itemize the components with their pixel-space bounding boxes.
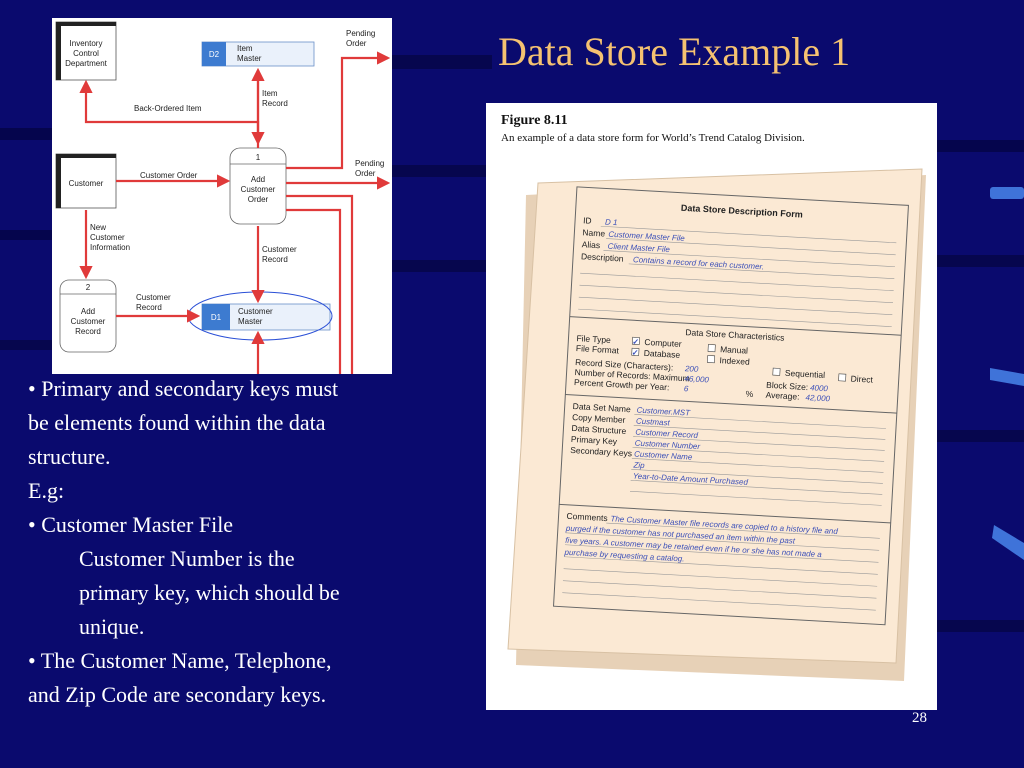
svg-text:Customer: Customer [262,245,297,254]
svg-text:Master: Master [238,317,263,326]
page-number: 28 [912,710,927,726]
svg-text:ID: ID [583,215,592,225]
svg-text:Comments: Comments [566,511,608,523]
svg-text:Add: Add [81,307,95,316]
svg-text:Secondary Keys: Secondary Keys [570,445,632,458]
svg-text:Alias: Alias [581,239,600,250]
bullet-line: and Zip Code are secondary keys. [28,682,327,707]
process-1-add-customer-order: 1 Add Customer Order [229,147,287,225]
svg-text:%: % [745,389,754,399]
database-check: ✓ [632,348,639,357]
svg-text:Direct: Direct [850,373,873,384]
svg-text:Computer: Computer [644,337,682,349]
svg-text:Record: Record [75,327,101,336]
bullet-line: be elements found within the data [28,410,326,435]
svg-text:D 1: D 1 [605,218,618,228]
svg-text:Customer: Customer [136,293,171,302]
svg-text:Order: Order [346,39,367,48]
svg-text:Copy Member: Copy Member [572,412,626,425]
svg-text:1: 1 [256,153,261,162]
svg-text:Customer: Customer [241,185,276,194]
svg-text:Indexed: Indexed [719,355,750,367]
svg-text:Customer: Customer [69,179,104,188]
svg-text:Client Master File: Client Master File [607,242,670,254]
svg-text:Customer: Customer [238,307,273,316]
svg-text:Department: Department [65,59,108,68]
svg-text:Customer.MST: Customer.MST [636,406,691,418]
figure-title: Figure 8.11 [501,113,568,128]
bullet-line: unique. [79,614,145,639]
inventory-entity: Inventory Control Department [55,21,117,81]
svg-text:200: 200 [684,364,699,374]
svg-text:D1: D1 [211,313,222,322]
svg-text:New: New [90,223,106,232]
svg-text:Database: Database [644,348,681,360]
svg-text:Item: Item [237,44,253,53]
svg-text:Item: Item [262,89,278,98]
figure-8-11: Figure 8.11 An example of a data store f… [486,103,937,710]
svg-text:File Type: File Type [576,333,611,345]
svg-text:Back-Ordered Item: Back-Ordered Item [134,104,202,113]
svg-text:Information: Information [90,243,130,252]
bullet-line: Customer Number is the [79,546,295,571]
bullet-line: • Customer Master File [28,512,234,537]
svg-text:Order: Order [355,169,376,178]
svg-text:Control: Control [73,49,99,58]
d1-customer-master-store: D1 Customer Master [187,291,333,341]
svg-text:Manual: Manual [720,344,749,356]
svg-text:Block Size:: Block Size: [766,380,809,392]
bullet-line: primary key, which should be [79,580,340,605]
svg-text:Add: Add [251,175,265,184]
svg-text:Data Structure: Data Structure [571,423,627,436]
flow-arrows [79,51,391,374]
svg-text:Description: Description [581,251,624,263]
svg-text:Data Set Name: Data Set Name [572,401,631,414]
process-2-add-customer-record: 2 Add Customer Record [59,279,117,353]
svg-text:Record: Record [136,303,162,312]
bullet-list: • Primary and secondary keys must be elem… [28,372,458,712]
customer-entity: Customer [55,153,117,209]
svg-text:Pending: Pending [346,29,375,38]
svg-text:4000: 4000 [810,383,829,393]
d2-item-master-store: D2 Item Master [201,41,315,67]
bullet-line: • The Customer Name, Telephone, [28,648,332,673]
svg-text:Customer Name: Customer Name [634,449,693,461]
svg-text:Customer Order: Customer Order [140,171,198,180]
bullet-line: E.g: [28,478,65,503]
svg-text:Pending: Pending [355,159,384,168]
computer-check: ✓ [632,337,639,346]
svg-text:Order: Order [248,195,269,204]
figure-caption: An example of a data store form for Worl… [501,132,805,144]
svg-text:D2: D2 [209,50,220,59]
bullet-line: structure. [28,444,111,469]
svg-text:Average:: Average: [765,390,799,402]
svg-text:6: 6 [684,384,689,393]
svg-text:46,000: 46,000 [684,374,709,384]
data-flow-diagram-svg: Inventory Control Department D2 Item Mas… [55,21,391,374]
svg-text:Inventory: Inventory [70,39,103,48]
svg-text:42,000: 42,000 [805,393,830,403]
svg-text:Sequential: Sequential [785,368,826,380]
svg-text:Custmast: Custmast [636,417,671,428]
svg-text:Master: Master [237,54,262,63]
svg-text:2: 2 [86,283,91,292]
svg-text:Zip: Zip [632,460,645,470]
data-flow-diagram: Inventory Control Department D2 Item Mas… [52,18,392,374]
svg-text:Primary Key: Primary Key [571,434,619,447]
svg-text:Record: Record [262,255,288,264]
svg-text:Customer: Customer [71,317,106,326]
svg-text:Name: Name [582,227,605,238]
svg-text:Record: Record [262,99,288,108]
svg-text:Customer: Customer [90,233,125,242]
slide-title: Data Store Example 1 [498,29,851,74]
svg-text:Customer Record: Customer Record [635,428,699,441]
svg-text:File Format: File Format [576,343,620,355]
data-store-form-illustration: Data Store Description Form ID D 1 Name … [507,168,926,681]
bullet-line: • Primary and secondary keys must [28,376,339,401]
svg-text:Customer Number: Customer Number [635,439,701,452]
